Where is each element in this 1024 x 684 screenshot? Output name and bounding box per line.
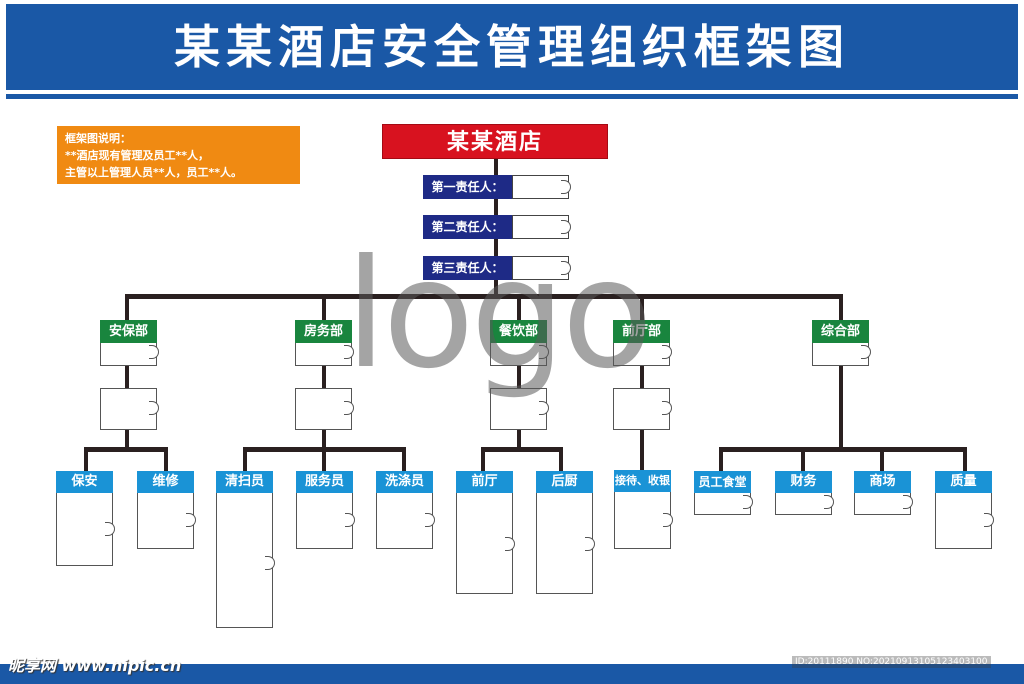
supervisor-box-catering (490, 388, 547, 430)
subunit-weixiu: 维修 (137, 471, 194, 493)
subunit-nub-baoan (105, 522, 115, 536)
subunit-nub-xidi (425, 513, 435, 527)
branch-bus-security (84, 447, 168, 452)
drop-line-front-office (640, 294, 644, 320)
subunit-nub-zhiliang (984, 513, 994, 527)
dept-general: 综合部 (812, 320, 869, 343)
link-security-branch (125, 430, 129, 450)
supervisor-box-front-office (613, 388, 670, 430)
subunit-shitang: 员工食堂 (694, 471, 751, 493)
drop-qingsao (243, 447, 247, 471)
third-responsible-field (512, 256, 569, 280)
subunit-card-qingsao (216, 471, 273, 628)
subunit-jiedai: 接待、收银 (614, 470, 671, 492)
subunit-nub-fuwu (345, 513, 355, 527)
drop-xidi (402, 447, 406, 471)
drop-line-security (125, 294, 129, 320)
supervisor-nub-catering (539, 401, 549, 415)
subunit-qingsao: 清扫员 (216, 471, 273, 493)
drop-line-catering (517, 294, 521, 320)
dept-security: 安保部 (100, 320, 157, 343)
page-title: 某某酒店安全管理组织框架图 (174, 20, 850, 74)
dept-front-office: 前厅部 (613, 320, 670, 343)
note-line-staff: **酒店现有管理及员工**人， (65, 149, 210, 162)
footer-band (0, 664, 1024, 684)
drop-weixiu (164, 447, 168, 471)
subunit-nub-qingsao (265, 556, 275, 570)
note-line-managers: 主管以上管理人员**人，员工**人。 (65, 166, 243, 179)
drop-line-housekeeping (322, 294, 326, 320)
link-housekeeping-branch (322, 430, 326, 450)
title-rule (6, 94, 1018, 99)
branch-bus-catering (481, 447, 563, 452)
link-catering-mid (517, 366, 521, 388)
subunit-caiwu: 财务 (775, 471, 832, 493)
dept-housekeeping: 房务部 (295, 320, 352, 343)
dept-front-office-nub (662, 345, 672, 359)
drop-shitang (719, 447, 723, 471)
link-housekeeping-mid (322, 366, 326, 388)
dept-housekeeping-nub (344, 345, 354, 359)
supervisor-nub-housekeeping (344, 401, 354, 415)
dept-catering: 餐饮部 (490, 320, 547, 343)
subunit-nub-weixiu (186, 513, 196, 527)
logo-placeholder: logo (345, 228, 653, 402)
watermark-id: ID:20111890 NO:20210913105123403100 (792, 656, 991, 668)
drop-shangchang (880, 447, 884, 471)
chart-note: 框架图说明： **酒店现有管理及员工**人， 主管以上管理人员**人，员工**人… (57, 126, 300, 184)
drop-jiedai (640, 430, 644, 470)
first-responsible-nub (561, 180, 571, 194)
supervisor-nub-front-office (662, 401, 672, 415)
link-security-mid (125, 366, 129, 388)
subunit-shangchang: 商场 (854, 471, 911, 493)
drop-caiwu (801, 447, 805, 471)
drop-line-general (839, 294, 843, 320)
watermark-site: 昵享网 www.nipic.cn (8, 656, 182, 675)
dept-security-nub (149, 345, 159, 359)
subunit-fuwu: 服务员 (296, 471, 353, 493)
second-responsible-label: 第二责任人： (423, 215, 512, 239)
supervisor-nub-security (149, 401, 159, 415)
title-band (6, 4, 1018, 90)
dept-general-nub (861, 345, 871, 359)
third-responsible-nub (561, 261, 571, 275)
drop-houchu (559, 447, 563, 471)
subunit-nub-shitang (743, 495, 753, 509)
subunit-xidi: 洗涤员 (376, 471, 433, 493)
subunit-baoan: 保安 (56, 471, 113, 493)
drop-zhiliang (963, 447, 967, 471)
department-bus-line (125, 294, 843, 299)
drop-qianting (481, 447, 485, 471)
drop-fuwu (322, 447, 326, 471)
first-responsible-label: 第一责任人： (423, 175, 512, 199)
root-node-hotel: 某某酒店 (382, 124, 608, 159)
dept-catering-nub (539, 345, 549, 359)
second-responsible-nub (561, 220, 571, 234)
link-general-branch (839, 366, 843, 450)
link-catering-branch (517, 430, 521, 450)
third-responsible-label: 第三责任人： (423, 256, 512, 280)
subunit-nub-houchu (585, 537, 595, 551)
note-heading: 框架图说明： (65, 132, 131, 145)
subunit-nub-caiwu (824, 495, 834, 509)
link-front-office-mid (640, 366, 644, 388)
branch-bus-general (719, 447, 967, 452)
subunit-nub-jiedai (663, 513, 673, 527)
subunit-houchu: 后厨 (536, 471, 593, 493)
subunit-nub-shangchang (903, 495, 913, 509)
subunit-zhiliang: 质量 (935, 471, 992, 493)
drop-baoan (84, 447, 88, 471)
subunit-qianting: 前厅 (456, 471, 513, 493)
subunit-nub-qianting (505, 537, 515, 551)
